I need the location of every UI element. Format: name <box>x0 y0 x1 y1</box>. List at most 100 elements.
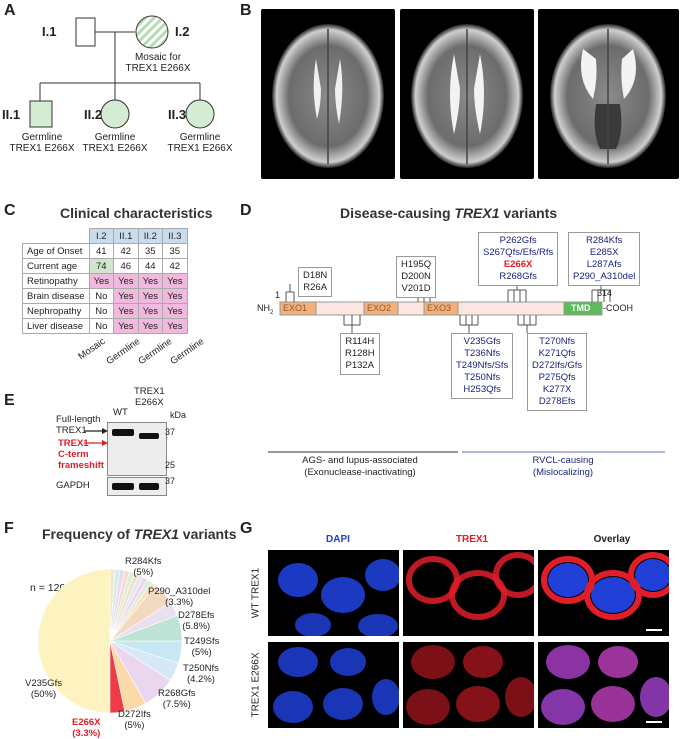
pedigree-ii1-note-line1: Germline <box>21 132 63 143</box>
start-residue: 1 <box>275 290 281 300</box>
pie-label-pct: (4.2%) <box>186 674 215 685</box>
panel-label-f: F <box>4 520 14 537</box>
clinical-row: Current age 74 46 44 42 <box>22 258 188 274</box>
group2-caption: RVCL-causing (Mislocalizing) <box>462 455 664 479</box>
protein-title-suffix: variants <box>499 205 558 221</box>
protein-diagram <box>268 282 665 453</box>
truncated-line3: frameshift <box>58 460 104 471</box>
variant-label: D272Ifs/Gfs <box>532 360 583 371</box>
mw-37-top: 37 <box>165 427 176 437</box>
pie-title-prefix: Frequency of <box>42 526 134 542</box>
truncated-line1: TREX1 <box>58 438 89 449</box>
pedigree-ii2-note: Germline TREX1 E266X <box>77 132 153 154</box>
clinical-cell: 74 <box>88 258 115 274</box>
gapdh-label: GAPDH <box>56 480 90 491</box>
variant-label: R128H <box>345 348 375 359</box>
group1-caption-line1: AGS- and lupus-associated <box>302 455 418 466</box>
pie-slice-other <box>109 568 116 642</box>
pedigree-ii2-note-line2: TREX1 E266X <box>82 143 148 154</box>
pedigree-ii3-note-line1: Germline <box>179 132 221 143</box>
pedigree-ii1-note: Germline TREX1 E266X <box>4 132 80 154</box>
pedigree-chart <box>29 15 215 129</box>
mw-25: 25 <box>165 460 176 470</box>
group2-caption-line2: (Mislocalizing) <box>532 467 594 478</box>
variant-box-bot2: V235Gfs T236Nfs T249Nfs/Sfs T250Nfs H253… <box>451 333 514 399</box>
domain-tmd <box>563 301 603 316</box>
micro-e266x-overlay <box>538 642 672 728</box>
micro-wt-overlay <box>538 550 678 636</box>
domain-exo3 <box>423 301 459 316</box>
western-blot-gapdh <box>107 477 167 496</box>
nterm-text: NH <box>257 303 270 313</box>
clinical-cell: Yes <box>162 273 188 289</box>
variant-label: T250Nfs <box>464 372 501 383</box>
group1-caption: AGS- and lupus-associated (Exonuclease-i… <box>262 455 458 479</box>
micro-row-wt-label: WT TREX1 <box>250 567 262 619</box>
micro-row-e266x-label: TREX1 E266X <box>250 652 262 718</box>
pedigree-ii2-note-line1: Germline <box>94 132 136 143</box>
pedigree-ii3-label: II.3 <box>168 107 187 122</box>
variant-box-top1: D18N R26A <box>298 267 333 297</box>
group2-caption-line1: RVCL-causing <box>532 455 594 466</box>
clinical-row: Nephropathy No Yes Yes Yes <box>22 303 188 319</box>
domain-tmd-label: TMD <box>571 303 591 313</box>
variant-box-bot3: T270Nfs K271Qfs D272Ifs/Gfs P275Qfs K277… <box>527 333 588 411</box>
clinical-cell: Yes <box>137 303 164 319</box>
variant-label-highlight: E266X <box>503 259 533 270</box>
panel-label-e: E <box>4 392 15 409</box>
pie-label-text: R284Kfs <box>125 556 162 567</box>
variant-label: P290_A310del <box>573 271 636 282</box>
clinical-cell: Yes <box>113 288 139 304</box>
clinical-cell: 42 <box>113 243 139 259</box>
variant-label: P262Gfs <box>499 235 537 246</box>
variant-label: R268Gfs <box>499 271 537 282</box>
micro-row-wt: WT TREX1 <box>246 550 266 636</box>
clinical-cell: Yes <box>88 273 115 289</box>
pie-chart <box>37 568 183 714</box>
variant-label: T270Nfs <box>539 336 576 347</box>
end-residue: 314 <box>597 288 613 298</box>
clinical-cell: No <box>88 288 115 304</box>
micro-wt-trex1 <box>403 550 543 636</box>
variant-label: V235Gfs <box>463 336 501 347</box>
clinical-cell: 42 <box>162 258 188 274</box>
variant-label: K277X <box>542 384 572 395</box>
protein-title-prefix: Disease-causing <box>340 205 455 221</box>
pedigree-i2-note-line2: TREX1 E266X <box>125 63 191 74</box>
clinical-col: I.2 <box>88 228 115 244</box>
variant-label: E285X <box>589 247 619 258</box>
domain-exo2 <box>363 301 399 316</box>
pie-slice <box>37 568 111 714</box>
pie-label-text: E266X <box>72 717 101 728</box>
clinical-title: Clinical characteristics <box>60 205 213 221</box>
pie-title-gene: TREX1 <box>133 526 179 542</box>
full-length-line2: TREX1 <box>56 425 87 436</box>
clinical-header-row: I.2 II.1 II.2 II.3 <box>23 228 188 244</box>
variant-label: K271Qfs <box>538 348 576 359</box>
domain-exo1 <box>279 301 317 316</box>
nterm-label: NH2 <box>257 303 273 316</box>
clinical-cell: No <box>88 303 115 319</box>
clinical-cell: 44 <box>137 258 164 274</box>
pie-label-t250: T250Nfs(4.2%) <box>183 663 219 685</box>
panel-label-b: B <box>240 2 252 19</box>
pedigree-i1-label: I.1 <box>42 24 57 39</box>
domain-exo1-label: EXO1 <box>283 303 308 313</box>
pedigree-ii1-label: II.1 <box>2 107 21 122</box>
pie-label-pct: (5%) <box>133 567 154 578</box>
clinical-cell: Yes <box>162 318 188 334</box>
protein-title: Disease-causing TREX1 variants <box>340 205 557 221</box>
variant-label: R114H <box>345 336 375 347</box>
pedigree-ii3-symbol <box>185 99 215 129</box>
pedigree-ii2-label: II.2 <box>84 107 103 122</box>
pie-label-text: P290_A310del <box>148 586 211 597</box>
variant-label: L287Afs <box>586 259 622 270</box>
variant-label: D18N <box>303 270 328 281</box>
clinical-table: I.2 II.1 II.2 II.3 Age of Onset 41 42 35… <box>22 228 188 334</box>
clinical-corner <box>23 229 90 244</box>
clinical-row-label: Brain disease <box>22 288 90 304</box>
clinical-row: Liver disease No Yes Yes Yes <box>22 318 188 334</box>
pedigree-ii3-note-line2: TREX1 E266X <box>167 143 233 154</box>
domain-exo2-label: EXO2 <box>367 303 392 313</box>
variant-label: V201D <box>401 283 431 294</box>
